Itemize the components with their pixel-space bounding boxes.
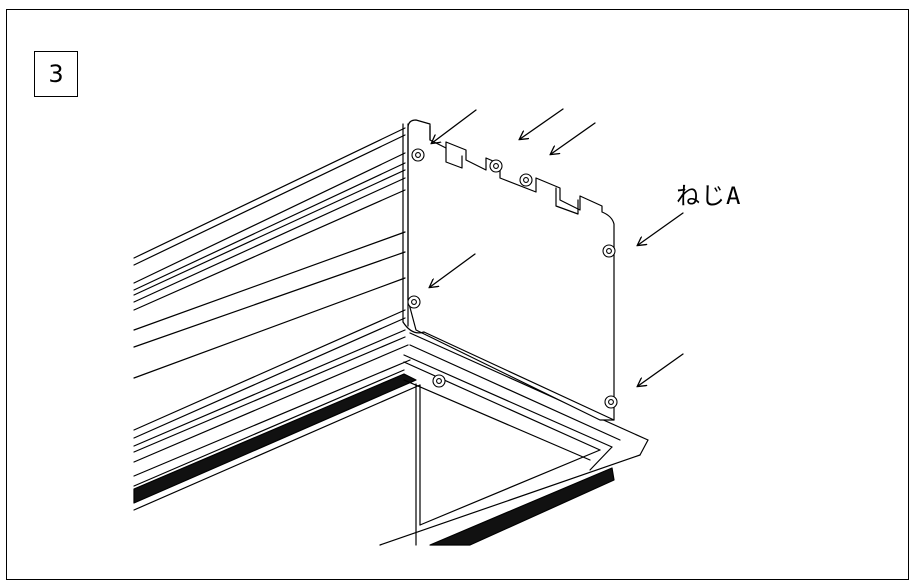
arrow-1 [432, 109, 477, 143]
rail-profile [133, 127, 406, 453]
arrow-2 [520, 108, 564, 139]
screw-7 [432, 374, 446, 388]
arrow-3 [551, 122, 596, 154]
arrow-5 [430, 253, 476, 287]
screw-2 [489, 159, 503, 173]
screw-callout-label: ねじA [676, 182, 742, 210]
step-number-box: 3 [34, 51, 78, 97]
end-cap-plate [402, 119, 615, 421]
pointer-arrows [430, 108, 684, 386]
bottom-tray [133, 332, 649, 546]
step-number: 3 [48, 60, 64, 88]
screw-6 [604, 395, 618, 409]
screw-4 [602, 244, 616, 258]
arrow-6 [638, 353, 684, 386]
screw-3 [519, 173, 533, 187]
screw-5 [407, 295, 421, 309]
screws [407, 148, 618, 409]
screw-1 [411, 148, 425, 162]
arrow-4 [638, 212, 684, 245]
